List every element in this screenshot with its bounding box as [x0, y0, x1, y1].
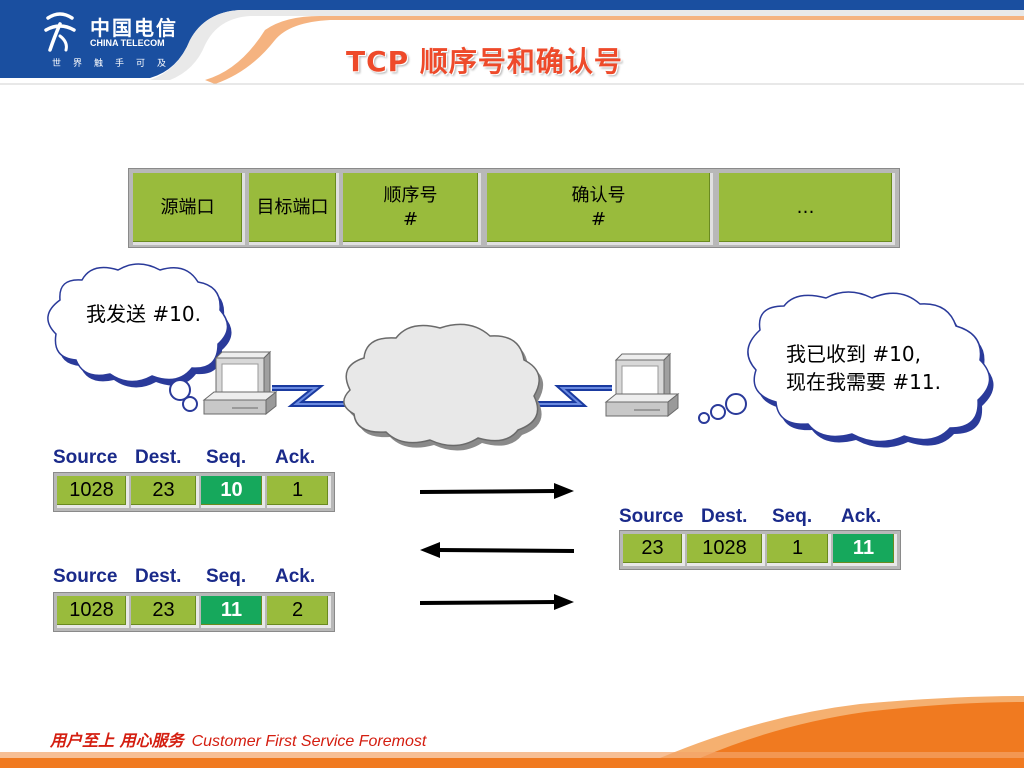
label-dest: Dest.	[701, 506, 748, 527]
field-label-hash: #	[590, 208, 607, 230]
label-seq: Seq.	[206, 566, 247, 587]
cell-ack: 1	[267, 476, 331, 508]
sender-thought-bubble	[47, 263, 232, 412]
footer-slogan: 用户至上 用心服务 Customer First Service Foremost	[50, 727, 426, 751]
receiver-bubble-text: 我已收到 #10, 现在我需要 #11.	[786, 342, 941, 394]
cell-dest: 23	[131, 596, 199, 628]
china-telecom-logo-icon	[44, 12, 76, 52]
cell-dest: 1028	[687, 534, 765, 566]
field-dest-port: 目标端口	[249, 173, 339, 245]
cell-seq: 1	[767, 534, 831, 566]
packet-second: 1028 23 11 2	[53, 592, 335, 632]
label-dest: Dest.	[135, 566, 182, 587]
network-link-right	[530, 385, 612, 407]
arrow-right-first	[419, 483, 574, 499]
field-label: 确认号	[571, 184, 626, 206]
arrow-left-reply	[420, 542, 575, 558]
field-label: …	[796, 196, 815, 218]
header-blue-band	[0, 0, 1024, 78]
footer-slogan-en: Customer First Service Foremost	[191, 733, 427, 750]
network-cloud-icon	[343, 323, 544, 451]
receiver-thought-bubble	[698, 291, 994, 448]
page-title: TCP 顺序号和确认号	[346, 45, 623, 78]
footer-orange-swoosh	[700, 700, 1024, 758]
footer-slogan-cn: 用户至上 用心服务	[50, 731, 184, 750]
field-label: 源端口	[160, 196, 215, 218]
sender-computer-icon	[202, 350, 278, 416]
field-label: 目标端口	[256, 196, 329, 218]
label-ack: Ack.	[841, 506, 882, 527]
packet-reply-headers: Source Dest. Seq. Ack.	[619, 506, 909, 530]
label-ack: Ack.	[275, 566, 316, 587]
field-seq-number: 顺序号 #	[343, 173, 481, 245]
cell-dest: 23	[131, 476, 199, 508]
arrow-right-second	[419, 594, 574, 610]
packet-first: 1028 23 10 1	[53, 472, 335, 512]
field-label-hash: #	[402, 208, 419, 230]
brand-slogan: 世界触手可及	[52, 59, 179, 69]
label-source: Source	[53, 447, 118, 468]
network-link-left	[272, 385, 346, 407]
field-label: 顺序号	[383, 184, 438, 206]
header-orange-swoosh	[205, 16, 1024, 84]
packet-reply: 23 1028 1 11	[619, 530, 901, 570]
footer-orange-bar	[0, 758, 1024, 768]
packet-first-headers: Source Dest. Seq. Ack.	[53, 447, 343, 471]
label-ack: Ack.	[275, 447, 316, 468]
cell-ack: 2	[267, 596, 331, 628]
packet-second-headers: Source Dest. Seq. Ack.	[53, 566, 343, 590]
label-source: Source	[53, 566, 118, 587]
label-seq: Seq.	[206, 447, 247, 468]
label-source: Source	[619, 506, 684, 527]
cell-source: 1028	[57, 476, 129, 508]
cell-source: 1028	[57, 596, 129, 628]
cell-seq: 10	[201, 476, 265, 508]
receiver-computer-icon	[604, 352, 680, 418]
field-ack-number: 确认号 #	[487, 173, 713, 245]
field-source-port: 源端口	[133, 173, 245, 245]
header-gray-swoosh	[150, 10, 1024, 80]
field-more: …	[719, 173, 895, 245]
footer-light-swoosh	[660, 696, 1024, 758]
cell-ack: 11	[833, 534, 897, 566]
brand-name-cn: 中国电信	[90, 16, 178, 40]
label-dest: Dest.	[135, 447, 182, 468]
cell-seq: 11	[201, 596, 265, 628]
sender-bubble-text: 我发送 #10.	[86, 302, 201, 326]
tcp-header-fields: 源端口 目标端口 顺序号 # 确认号 # …	[128, 168, 900, 248]
label-seq: Seq.	[772, 506, 813, 527]
brand-name-en: CHINA TELECOM	[90, 38, 165, 48]
cell-source: 23	[623, 534, 685, 566]
logo: 中国电信 CHINA TELECOM 世界触手可及	[0, 0, 210, 80]
